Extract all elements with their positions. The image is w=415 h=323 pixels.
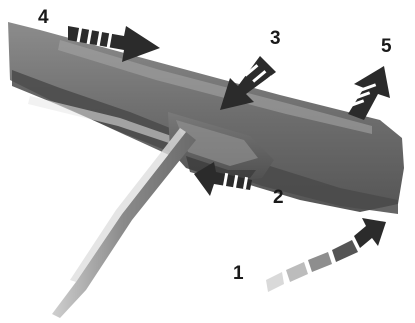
wiper-arm-stem: [52, 128, 196, 318]
arrow-up-right-icon: [344, 64, 394, 120]
callout-3: 3: [270, 29, 281, 48]
callout-2: 2: [273, 188, 284, 207]
curved-arrow-icon: [262, 214, 392, 294]
callout-1: 1: [233, 264, 244, 283]
callout-5: 5: [381, 37, 392, 56]
arrow-left-icon: [192, 160, 262, 200]
callout-4: 4: [38, 8, 49, 27]
arrow-right-icon: [66, 22, 162, 64]
arrow-down-left-icon: [216, 54, 278, 114]
